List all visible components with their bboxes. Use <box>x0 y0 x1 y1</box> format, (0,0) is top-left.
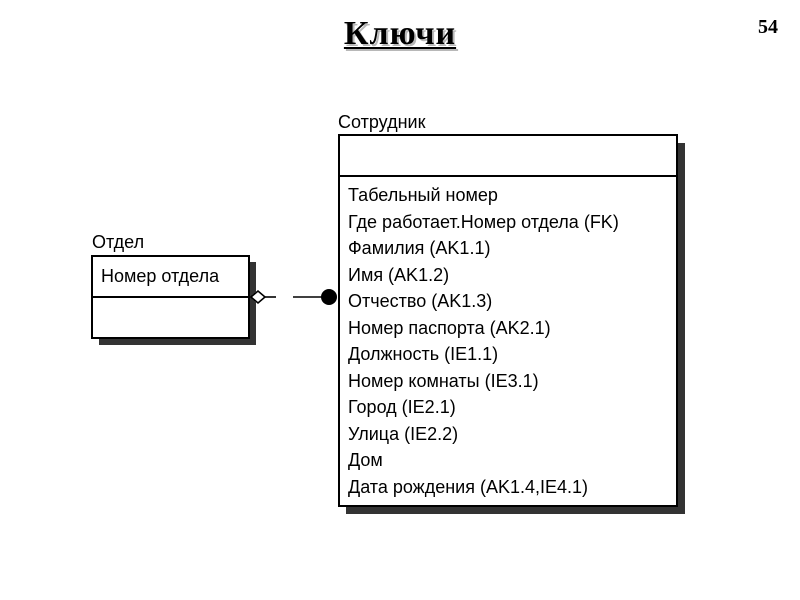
relationship-line <box>249 289 337 305</box>
attribute: Имя (AK1.2) <box>348 264 450 285</box>
attribute: Отчество (AK1.3) <box>348 291 493 311</box>
entity-sotrudnik[interactable]: Табельный номер Где работает.Номер отдел… <box>338 134 678 507</box>
attribute: Улица (IE2.2) <box>348 423 459 444</box>
primary-key-section <box>340 136 676 177</box>
filled-circle-icon <box>321 289 337 305</box>
open-diamond-icon <box>249 289 267 305</box>
slide-title: Ключи <box>343 15 457 52</box>
primary-key-section: Номер отдела <box>93 257 248 298</box>
attribute: Где работает.Номер отдела (FK) <box>348 211 619 232</box>
entity-otdel[interactable]: Номер отдела <box>91 255 250 339</box>
entity-name-otdel: Отдел <box>92 232 145 252</box>
page-number: 54 <box>758 16 778 38</box>
attribute: Дата рождения (AK1.4,IE4.1) <box>348 476 589 497</box>
entity-name-sotrudnik: Сотрудник <box>338 112 426 132</box>
attribute: Должность (IE1.1) <box>348 344 499 364</box>
attribute: Номер комнаты (IE3.1) <box>348 370 539 391</box>
pk-attribute: Номер отдела <box>101 266 220 286</box>
attribute: Город (IE2.1) <box>348 397 456 417</box>
attribute: Дом <box>348 450 383 470</box>
attribute-list: Табельный номер Где работает.Номер отдел… <box>340 182 676 500</box>
attribute: Табельный номер <box>348 185 498 205</box>
attribute: Фамилия (AK1.1) <box>348 238 491 258</box>
attribute: Номер паспорта (AK2.1) <box>348 317 551 338</box>
